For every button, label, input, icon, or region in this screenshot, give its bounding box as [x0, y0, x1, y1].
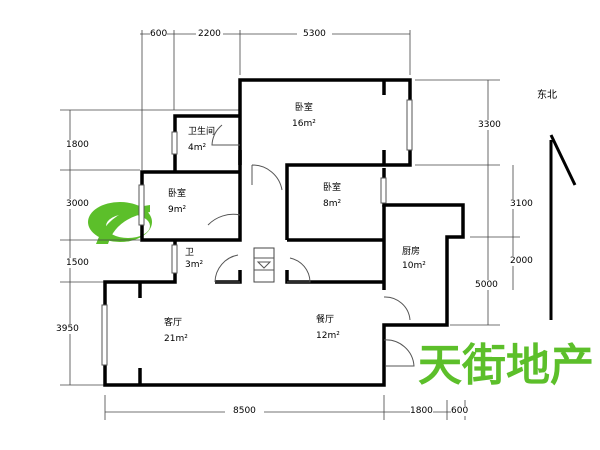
- dim-left-1800: 1800: [66, 140, 89, 150]
- dim-bottom-8500: 8500: [225, 406, 264, 416]
- room-area: 9m²: [168, 205, 187, 215]
- watermark-text: 天街地产: [418, 340, 594, 391]
- windows: [101, 99, 413, 366]
- room-bedroom-middle: 卧室 8m²: [323, 180, 341, 212]
- room-area: 16m²: [292, 119, 316, 129]
- room-living: 客厅 21m²: [164, 315, 188, 347]
- room-kitchen: 厨房 10m²: [402, 245, 426, 273]
- dim-top-2200: 2200: [196, 29, 223, 39]
- room-area: 12m²: [316, 331, 340, 341]
- dim-right-3300: 3300: [478, 120, 501, 130]
- dim-left-1500: 1500: [66, 258, 89, 268]
- room-name: 客厅: [164, 318, 183, 328]
- dim-top-600: 600: [150, 29, 168, 39]
- room-area: 3m²: [185, 260, 204, 270]
- dim-bottom-600: 600: [451, 406, 469, 416]
- dim-left-3000: 3000: [66, 199, 89, 209]
- room-name: 卧室: [323, 183, 342, 193]
- dimension-lines: [60, 30, 520, 420]
- room-area: 21m²: [164, 334, 188, 344]
- room-area: 4m²: [188, 143, 207, 153]
- stairs-icon: [253, 247, 275, 283]
- room-dining: 餐厅 12m²: [316, 312, 340, 344]
- room-toilet: 卫 3m²: [185, 247, 203, 271]
- dim-left-3950: 3950: [56, 324, 79, 334]
- room-bedroom-small: 卧室 9m²: [168, 186, 186, 218]
- dim-bottom-1800: 1800: [410, 406, 433, 416]
- room-bathroom: 卫生间 4m²: [188, 124, 215, 156]
- room-name: 厨房: [402, 247, 421, 257]
- dim-right-3100: 3100: [510, 199, 533, 209]
- dim-right-2000: 2000: [510, 256, 533, 266]
- room-area: 10m²: [402, 261, 426, 271]
- doors: [207, 124, 415, 367]
- room-master-bedroom: 卧室 16m²: [292, 100, 316, 132]
- room-name: 卫生间: [188, 127, 216, 137]
- room-name: 餐厅: [316, 315, 335, 325]
- room-name: 卧室: [168, 189, 187, 199]
- room-name: 卧室: [294, 103, 313, 113]
- compass-label: 东北: [537, 90, 557, 101]
- room-name: 卫: [185, 248, 195, 258]
- north-arrow-icon: [549, 134, 577, 320]
- room-area: 8m²: [323, 199, 342, 209]
- dim-top-5300: 5300: [297, 29, 332, 39]
- dim-right-5000: 5000: [475, 280, 498, 290]
